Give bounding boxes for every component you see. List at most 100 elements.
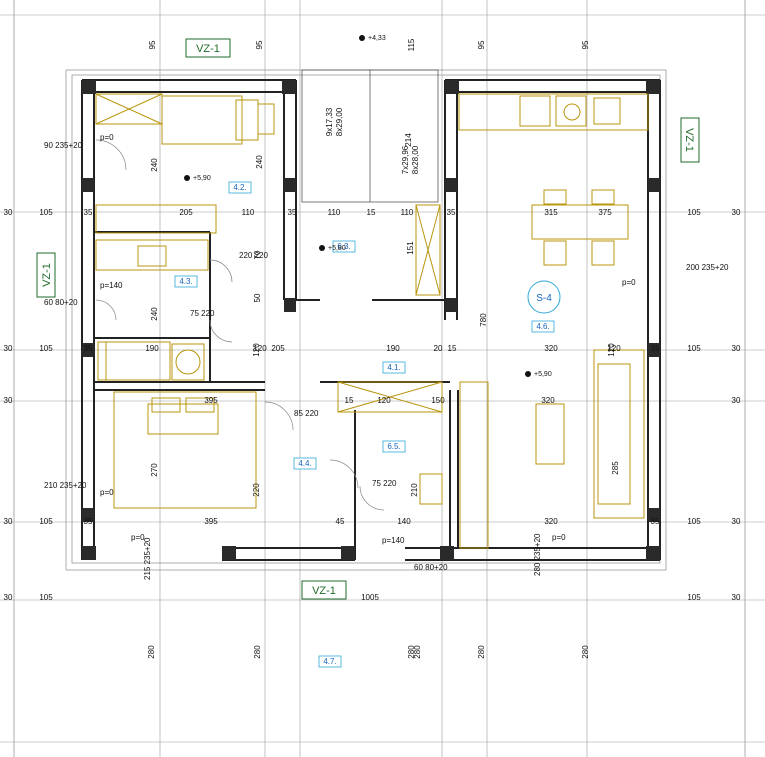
dimension-label: 280: [477, 645, 486, 659]
level-mark: [525, 371, 531, 377]
dimension-label: 190: [145, 344, 159, 353]
opening-label: 280 235+20: [533, 533, 542, 576]
window-tag: VZ-1: [680, 117, 700, 163]
door-swings: [95, 139, 385, 511]
dimension-label: 110: [328, 208, 341, 217]
dimension-label: 190: [386, 344, 400, 353]
dimension-label: 120: [607, 344, 621, 353]
room-tag-box: [382, 361, 406, 374]
room-tag-box: [174, 275, 198, 288]
room-tag-label: 4.6.: [536, 322, 549, 331]
room-tag-label: 4.7.: [323, 657, 336, 666]
dimension-label: 30: [732, 344, 741, 353]
dimension-label: 30: [732, 396, 741, 405]
dimension-label: 105: [39, 593, 53, 602]
dimension-label: 95: [148, 40, 157, 49]
window-tag-label: VZ-1: [312, 585, 336, 597]
dimension-label: 105: [687, 517, 701, 526]
dimension-label: 1005: [361, 593, 379, 602]
stairs: [301, 69, 439, 203]
opening-label: 215 235+20: [143, 537, 152, 580]
window-tag: VZ-1: [185, 38, 231, 58]
level-label: +5,90: [534, 371, 552, 378]
dimension-label: 105: [39, 517, 53, 526]
dimension-label-vertical: 780: [479, 313, 488, 327]
opening-label: p=0: [131, 533, 145, 542]
level-label: +5,80: [328, 245, 346, 252]
level-mark: [359, 35, 365, 41]
level-label: +5,90: [193, 175, 211, 182]
opening-label: p=0: [622, 278, 636, 287]
dimension-label: 320: [544, 517, 558, 526]
dimension-label: 105: [39, 208, 53, 217]
dimension-label-vertical: 210: [410, 483, 419, 497]
level-label: +4,33: [368, 35, 386, 42]
window-tag-label: VZ-1: [196, 43, 220, 55]
room-tag-box: [531, 320, 555, 333]
room-tag-box: [293, 457, 317, 470]
dimension-label-vertical: 214: [404, 133, 413, 147]
room-tag-label: 6.5.: [387, 442, 400, 451]
dimension-label: 35: [84, 208, 93, 217]
dimension-label: 120: [377, 396, 391, 405]
dimension-label: 280: [413, 645, 422, 659]
dimension-label: 105: [687, 208, 701, 217]
window-tag-label: VZ-1: [41, 263, 53, 287]
room-tag-label: 4.4.: [298, 459, 311, 468]
dimension-label: 280: [581, 645, 590, 659]
room-tag-label: 4.1.: [387, 363, 400, 372]
dimension-label-vertical: 220: [252, 483, 261, 497]
dimension-label: 150: [431, 396, 445, 405]
dimension-label-vertical: 240: [255, 155, 264, 169]
dimension-label-vertical: 120: [607, 343, 616, 357]
window-tag: VZ-1: [36, 252, 56, 298]
opening-label: p=140: [100, 281, 123, 290]
dimension-label: 205: [271, 344, 285, 353]
stair-label: 9x17,33: [325, 107, 334, 136]
stair-label: 8x29,00: [335, 107, 344, 136]
dimension-label: 205: [179, 208, 193, 217]
dimension-label: 15: [367, 208, 376, 217]
room-tag-box: [318, 655, 342, 668]
opening-label: p=0: [100, 133, 114, 142]
dimension-label: 35: [288, 208, 297, 217]
dimension-label: 395: [204, 396, 218, 405]
room-tags: 4.2.4.3.6.3.4.6.4.1.6.5.4.4.4.7.: [174, 181, 555, 668]
opening-label: 200 235+20: [686, 263, 729, 272]
room-tag-box: [228, 181, 252, 194]
level-marks: +4,33 +5,90 +5,80 +5,90: [184, 35, 552, 378]
dimension-label: 280: [407, 645, 416, 659]
dimension-label: 30: [4, 517, 13, 526]
dimension-label: 115: [407, 38, 416, 51]
dimension-label: 45: [336, 517, 345, 526]
dimension-label: 120: [253, 344, 267, 353]
dimension-label-vertical: 151: [406, 241, 415, 255]
room-tag-label: 4.2.: [233, 183, 246, 192]
dimension-label-vertical: 70: [253, 250, 262, 259]
level-mark: [184, 175, 190, 181]
window-tags: VZ-1VZ-1VZ-1VZ-1: [36, 38, 700, 600]
dimension-label: 395: [204, 517, 218, 526]
dimension-label: 35: [651, 344, 660, 353]
dimension-label-vertical: 50: [253, 293, 262, 302]
dimension-label: 35: [84, 517, 93, 526]
opening-label: p=0: [100, 488, 114, 497]
room-tag-label: 6.3.: [337, 242, 350, 251]
dimension-label: 20: [434, 344, 443, 353]
dimension-label: 280: [147, 645, 156, 659]
stair-label: 7x29,96: [401, 145, 410, 174]
dimension-label: 105: [687, 344, 701, 353]
dimension-label: 375: [598, 208, 612, 217]
dimension-label: 140: [397, 517, 411, 526]
opening-label: 75 220: [372, 479, 397, 488]
dimension-label: 15: [345, 396, 354, 405]
stair-label: 8x28,00: [411, 145, 420, 174]
opening-label: 90 235+20: [44, 141, 83, 150]
dimension-label: 35: [447, 208, 456, 217]
opening-label: 85 220: [294, 409, 319, 418]
dimension-label-vertical: 120: [252, 343, 261, 357]
